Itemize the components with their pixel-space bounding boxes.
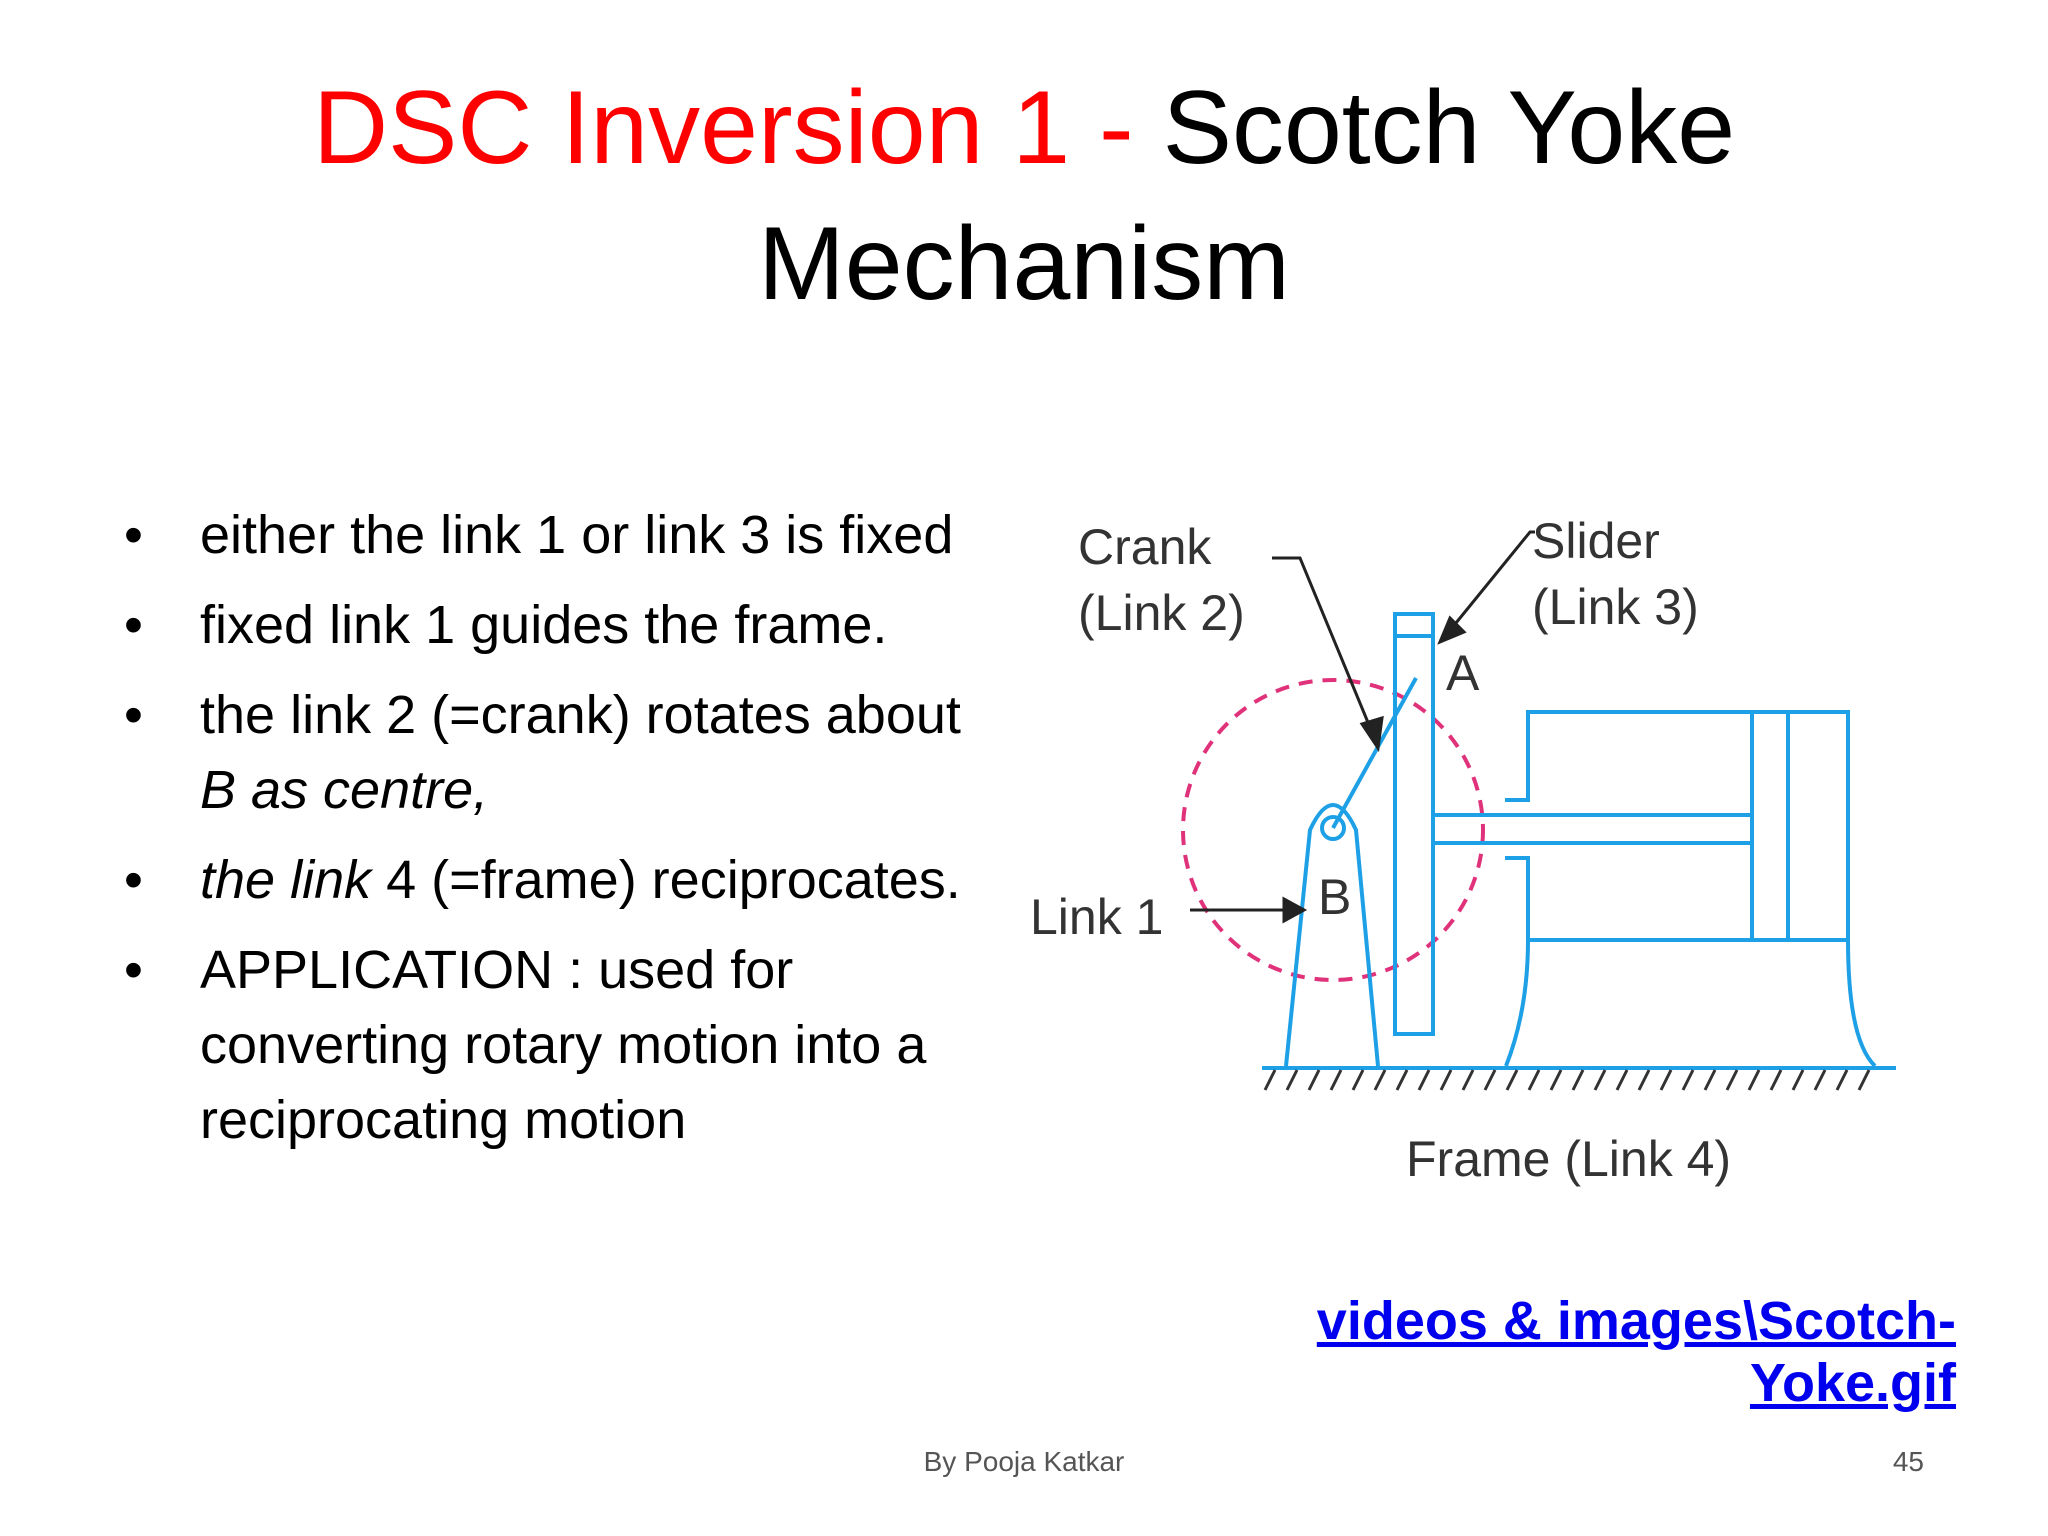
- slider-label-line1: Slider: [1532, 513, 1660, 569]
- crank-link: [1331, 677, 1418, 829]
- ground-hatching: [1263, 1069, 1871, 1091]
- frame-leg-right: [1846, 939, 1877, 1068]
- bullet-text: either the link 1 or link 3 is fixed: [200, 505, 954, 565]
- title-second-line: Mechanism: [758, 206, 1290, 322]
- slider-arrow-head: [1437, 615, 1467, 645]
- bullet-list: • either the link 1 or link 3 is fixed •…: [120, 498, 980, 1173]
- frame-leg-left: [1504, 939, 1530, 1067]
- annotation-arrows: [1190, 530, 1535, 924]
- bullet-dot: •: [124, 850, 143, 910]
- piston-head: [1750, 710, 1790, 942]
- bullet-item: • APPLICATION : used for converting rota…: [120, 933, 980, 1158]
- crank-circle: [1181, 678, 1485, 982]
- slide-title: DSC Inversion 1 - Scotch Yoke Mechanism: [0, 60, 2048, 332]
- bullet-dot: •: [124, 595, 143, 655]
- bullet-text: fixed link 1 guides the frame.: [200, 595, 888, 655]
- fixed-link-support: [1284, 803, 1380, 1067]
- footer-author: By Pooja Katkar: [923, 1446, 1125, 1477]
- bullet-text-italic: B as centre,: [200, 760, 489, 820]
- bullet-text-italic: the link: [200, 850, 372, 910]
- slider-label-line2: (Link 3): [1532, 579, 1699, 635]
- bullet-text: 4 (=frame) reciprocates.: [371, 850, 961, 910]
- crank-label-line1: Crank: [1078, 519, 1212, 575]
- link1-arrow-head: [1282, 896, 1308, 924]
- bullet-dot: •: [124, 940, 143, 1000]
- bullet-dot: •: [124, 505, 143, 565]
- title-black-part: Scotch Yoke: [1162, 70, 1736, 186]
- point-a-label: A: [1446, 645, 1480, 701]
- slider-arrow: [1445, 530, 1535, 635]
- scotch-yoke-diagram: Crank (Link 2) Slider (Link 3) A B Link …: [1030, 513, 1896, 1187]
- crank-arrow-head: [1359, 715, 1384, 753]
- title-red-part: DSC Inversion 1 -: [312, 70, 1134, 186]
- video-hyperlink[interactable]: videos & images\Scotch-Yoke.gif: [1316, 1291, 1956, 1413]
- frame-label: Frame (Link 4): [1406, 1131, 1731, 1187]
- bullet-item: • the link 4 (=frame) reciprocates.: [120, 843, 980, 918]
- bullet-item: • fixed link 1 guides the frame.: [120, 588, 980, 663]
- crank-arrow: [1272, 556, 1376, 738]
- bullet-text: APPLICATION : used for converting rotary…: [200, 940, 927, 1150]
- bullet-dot: •: [124, 685, 143, 745]
- crank-label-line2: (Link 2): [1078, 585, 1245, 641]
- point-b-label: B: [1318, 869, 1351, 925]
- bullet-item: • either the link 1 or link 3 is fixed: [120, 498, 980, 573]
- bullet-text: the link 2 (=crank) rotates about: [200, 685, 961, 745]
- bullet-item: • the link 2 (=crank) rotates about B as…: [120, 678, 980, 828]
- link1-label: Link 1: [1030, 889, 1163, 945]
- yoke-slot: [1393, 612, 1435, 1036]
- frame-cylinder: [1505, 710, 1850, 942]
- page-number: 45: [1892, 1446, 1924, 1477]
